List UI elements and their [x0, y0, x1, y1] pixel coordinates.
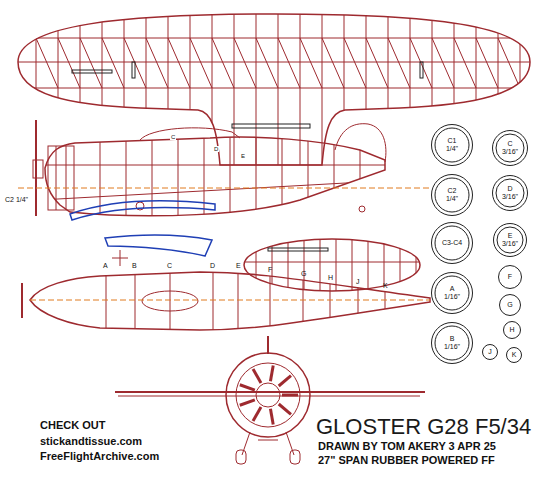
station-letter: F	[268, 266, 272, 273]
former-name: D	[507, 185, 512, 193]
former-circle: C3-C4	[431, 222, 473, 264]
former-thickness: 3/16"	[502, 240, 518, 248]
station-letter: J	[356, 278, 360, 285]
former-thickness: 3/16"	[502, 193, 518, 201]
former-name: C3-C4	[442, 239, 462, 247]
former-circle: F	[498, 265, 522, 289]
former-thickness: 1/16"	[444, 293, 460, 301]
former-name: B	[450, 335, 455, 343]
plan-note: FreeFlightArchive.com	[40, 451, 159, 462]
station-letter: C	[167, 262, 172, 269]
plan-note: CHECK OUT	[40, 420, 105, 431]
station-letter: C2 1/4"	[4, 196, 29, 203]
former-thickness: 1/4"	[446, 145, 458, 153]
former-circle: J	[482, 344, 498, 360]
former-thickness: 1/16"	[444, 343, 460, 351]
plan-note: 27" SPAN RUBBER POWERED FF	[318, 455, 495, 466]
former-thickness: 3/16"	[502, 148, 518, 156]
former-name: A	[450, 285, 455, 293]
station-letter: B	[132, 262, 137, 269]
plan-note: DRAWN BY TOM AKERY 3 APR 25	[318, 441, 496, 452]
former-circle: C11/4"	[431, 124, 473, 166]
station-letter: K	[383, 282, 388, 289]
plan-title: GLOSTER G28 F5/34	[316, 416, 531, 438]
station-letter: E	[236, 262, 241, 269]
former-circle: E3/16"	[493, 223, 527, 257]
station-letter: G	[301, 270, 306, 277]
former-thickness: 1/4"	[446, 195, 458, 203]
former-name: E	[508, 232, 513, 240]
former-name: J	[488, 348, 492, 356]
former-circle: K	[506, 347, 522, 363]
former-name: C1	[448, 137, 457, 145]
plan-note: stickandtissue.com	[40, 436, 142, 447]
station-letter: C	[170, 134, 176, 140]
station-letter: D	[213, 146, 219, 152]
former-name: H	[509, 326, 514, 334]
former-name: C2	[448, 187, 457, 195]
former-name: C	[507, 140, 512, 148]
former-circle: C3/16"	[492, 130, 528, 166]
former-circle: C21/4"	[431, 174, 473, 216]
former-circle: H	[503, 321, 521, 339]
station-letter: A	[103, 262, 108, 269]
station-letter: H	[328, 274, 333, 281]
former-circle: G	[499, 294, 521, 316]
station-letter: E	[240, 153, 246, 159]
station-letter: D	[210, 262, 215, 269]
former-name: G	[507, 301, 512, 309]
former-name: F	[508, 273, 512, 281]
former-circle: D3/16"	[492, 175, 528, 211]
former-circle: B1/16"	[431, 322, 473, 364]
former-circle: A1/16"	[431, 272, 473, 314]
former-name: K	[512, 351, 517, 359]
